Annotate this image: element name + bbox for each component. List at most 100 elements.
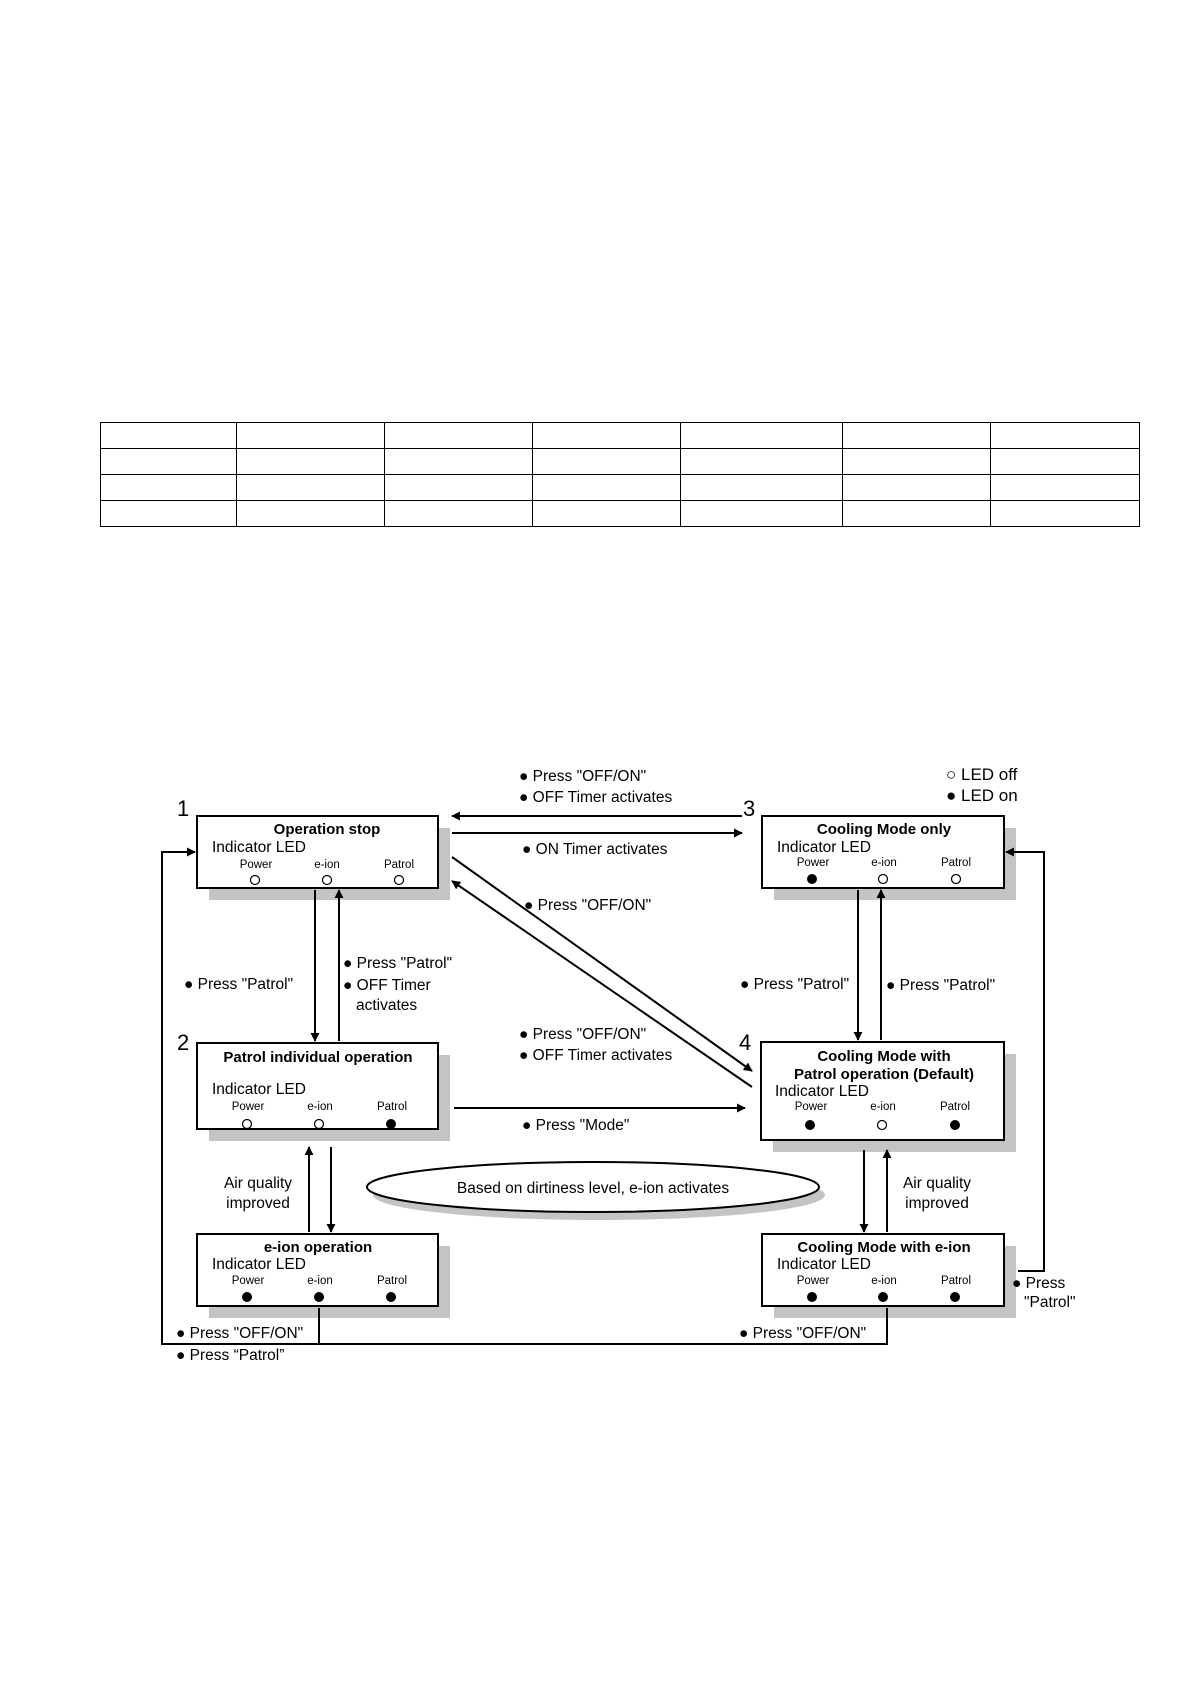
- label-right-press-1: ● Press: [1012, 1275, 1066, 1292]
- state-number: 4: [739, 1030, 751, 1055]
- indicator-label: Indicator LED: [777, 1256, 871, 1273]
- table-cell: [236, 448, 385, 475]
- label-t2-4-b: ● OFF Timer activates: [519, 1047, 672, 1064]
- arrow-cooling-eion-to-3: [1005, 847, 1045, 1272]
- eion-label: e-ion: [871, 857, 897, 869]
- label-right-press-2: "Patrol": [1024, 1294, 1076, 1311]
- table-cell: [680, 500, 843, 527]
- table-cell: [236, 474, 385, 501]
- eion-led: [878, 1292, 888, 1302]
- table-row: [100, 448, 1140, 475]
- label-t3-4: ● Press "Patrol": [740, 976, 849, 993]
- state-box-3: 3 Cooling Mode only Indicator LED Power …: [743, 796, 1016, 900]
- label-t3-1-b: ● OFF Timer activates: [519, 789, 672, 806]
- label-t1-3: ● ON Timer activates: [522, 841, 668, 858]
- table-cell: [842, 448, 991, 475]
- patrol-label: Patrol: [940, 1101, 970, 1113]
- table-cell: [384, 500, 533, 527]
- indicator-label: Indicator LED: [777, 839, 871, 856]
- state-title: Cooling Mode with: [817, 1048, 950, 1065]
- table-cell: [532, 448, 681, 475]
- state-box-4: 4 Cooling Mode with Patrol operation (De…: [739, 1030, 1016, 1152]
- table-row: [100, 500, 1140, 527]
- indicator-label: Indicator LED: [212, 1081, 306, 1098]
- power-led: [807, 874, 817, 884]
- state-title-line2: Patrol operation (Default): [794, 1066, 974, 1083]
- eion-led: [877, 873, 889, 885]
- eion-label: e-ion: [307, 1101, 333, 1113]
- label-t3-1-a: ● Press "OFF/ON": [519, 768, 646, 785]
- patrol-led: [386, 1292, 396, 1302]
- label-t4-1: ● Press "OFF/ON": [524, 897, 651, 914]
- state-title: Cooling Mode only: [817, 821, 952, 838]
- eion-label: e-ion: [307, 1275, 333, 1287]
- label-t4-3: ● Press "Patrol": [886, 977, 995, 994]
- patrol-led: [950, 1292, 960, 1302]
- eion-label: e-ion: [871, 1275, 897, 1287]
- label-t2-1-a: ● Press "Patrol": [343, 955, 452, 972]
- label-air-right-1: Air quality: [903, 1175, 971, 1192]
- label-air-right-2: improved: [905, 1195, 969, 1212]
- arrow-to-1-loop: [161, 847, 320, 1345]
- table-cell: [990, 448, 1140, 475]
- patrol-led: [950, 873, 962, 885]
- eion-label: e-ion: [314, 859, 340, 871]
- power-label: Power: [232, 1275, 265, 1287]
- eion-label: e-ion: [870, 1101, 896, 1113]
- power-led: [242, 1292, 252, 1302]
- table-cell: [842, 500, 991, 527]
- table-cell: [680, 474, 843, 501]
- label-bottom-right: ● Press "OFF/ON": [739, 1325, 866, 1342]
- legend-led-off: ○ LED off: [946, 765, 1018, 784]
- power-led: [241, 1118, 253, 1130]
- eion-led: [313, 1118, 325, 1130]
- label-air-left-2: improved: [226, 1195, 290, 1212]
- patrol-led: [950, 1120, 960, 1130]
- blank-table: [100, 422, 1140, 527]
- indicator-label: Indicator LED: [212, 839, 306, 856]
- power-label: Power: [797, 1275, 830, 1287]
- indicator-label: Indicator LED: [775, 1083, 869, 1100]
- legend-led-on: ● LED on: [946, 786, 1018, 805]
- label-bottom-left-2: ● Press “Patrol”: [176, 1347, 284, 1364]
- label-t2-4-mode: ● Press "Mode": [522, 1117, 629, 1134]
- table-cell: [990, 422, 1140, 449]
- state-number: 1: [177, 796, 189, 821]
- arrow-4-to-1: [451, 880, 753, 1088]
- table-cell: [680, 448, 843, 475]
- eion-ellipse: Based on dirtiness level, e-ion activate…: [366, 1161, 825, 1220]
- power-label: Power: [797, 857, 830, 869]
- state-title: Operation stop: [274, 821, 381, 838]
- state-box-2: 2 Patrol individual operation Indicator …: [177, 1030, 450, 1141]
- table-cell: [236, 500, 385, 527]
- table-cell: [842, 422, 991, 449]
- patrol-label: Patrol: [377, 1275, 407, 1287]
- state-box-cooling-eion: Cooling Mode with e-ion Indicator LED Po…: [761, 1233, 1016, 1318]
- state-title: Cooling Mode with e-ion: [797, 1239, 970, 1256]
- patrol-label: Patrol: [377, 1101, 407, 1113]
- state-number: 2: [177, 1030, 189, 1055]
- table-cell: [384, 422, 533, 449]
- power-led: [249, 874, 261, 886]
- state-number: 3: [743, 796, 755, 821]
- eion-led: [876, 1119, 888, 1131]
- label-bottom-left-1: ● Press "OFF/ON": [176, 1325, 303, 1342]
- table-cell: [100, 500, 237, 527]
- power-label: Power: [795, 1101, 828, 1113]
- patrol-label: Patrol: [941, 857, 971, 869]
- label-t2-4-a: ● Press "OFF/ON": [519, 1026, 646, 1043]
- state-box-1: 1 Operation stop Indicator LED Power e-i…: [177, 796, 450, 900]
- power-led: [807, 1292, 817, 1302]
- arrow-1-to-4: [451, 856, 753, 1072]
- ellipse-label: Based on dirtiness level, e-ion activate…: [457, 1180, 730, 1197]
- patrol-led: [393, 874, 405, 886]
- arrows: [161, 811, 1045, 1345]
- state-box-eion: e-ion operation Indicator LED Power e-io…: [196, 1233, 450, 1318]
- patrol-led: [386, 1119, 396, 1129]
- box-frame: [196, 1042, 439, 1130]
- label-t2-1-c: activates: [356, 997, 417, 1014]
- indicator-label: Indicator LED: [212, 1256, 306, 1273]
- state-title: Patrol individual operation: [223, 1049, 412, 1066]
- patrol-label: Patrol: [941, 1275, 971, 1287]
